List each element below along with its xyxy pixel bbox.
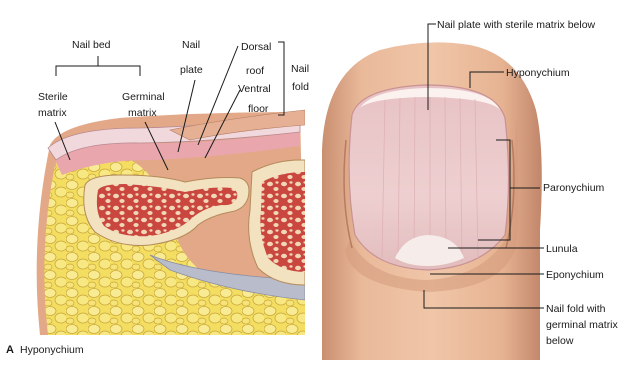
label-ventral-floor-1: Ventral [238, 83, 271, 95]
label-lunula: Lunula [546, 243, 578, 255]
label-germinal-matrix-2: matrix [128, 107, 157, 119]
label-nail-fold-germinal-1: Nail fold with [546, 303, 606, 315]
panel-letter: A [6, 344, 14, 356]
label-nail-fold-germinal-3: below [546, 335, 574, 347]
label-dorsal-roof-1: Dorsal [241, 41, 271, 53]
label-sterile-matrix-1: Sterile [38, 91, 68, 103]
label-nail-bed: Nail bed [72, 39, 111, 51]
label-nail-plate-2: plate [180, 64, 203, 76]
label-dorsal-roof-2: roof [246, 65, 264, 77]
label-nail-fold-germinal-2: germinal matrix [546, 319, 619, 331]
label-eponychium: Eponychium [546, 269, 604, 281]
label-sterile-matrix-2: matrix [38, 107, 67, 119]
label-nail-fold-1: Nail [291, 63, 309, 75]
label-germinal-matrix-1: Germinal [122, 91, 165, 103]
fingertip-illustration [322, 42, 542, 360]
label-nail-plate-sterile: Nail plate with sterile matrix below [437, 19, 596, 31]
label-paronychium: Paronychium [543, 182, 605, 194]
label-ventral-floor-2: floor [248, 103, 269, 115]
label-hyponychium-left: Hyponychium [20, 344, 84, 356]
nail-cross-section-illustration [37, 110, 305, 335]
label-nail-plate-1: Nail [182, 39, 200, 51]
label-nail-fold-2: fold [292, 81, 309, 93]
label-hyponychium-right: Hyponychium [506, 67, 570, 79]
